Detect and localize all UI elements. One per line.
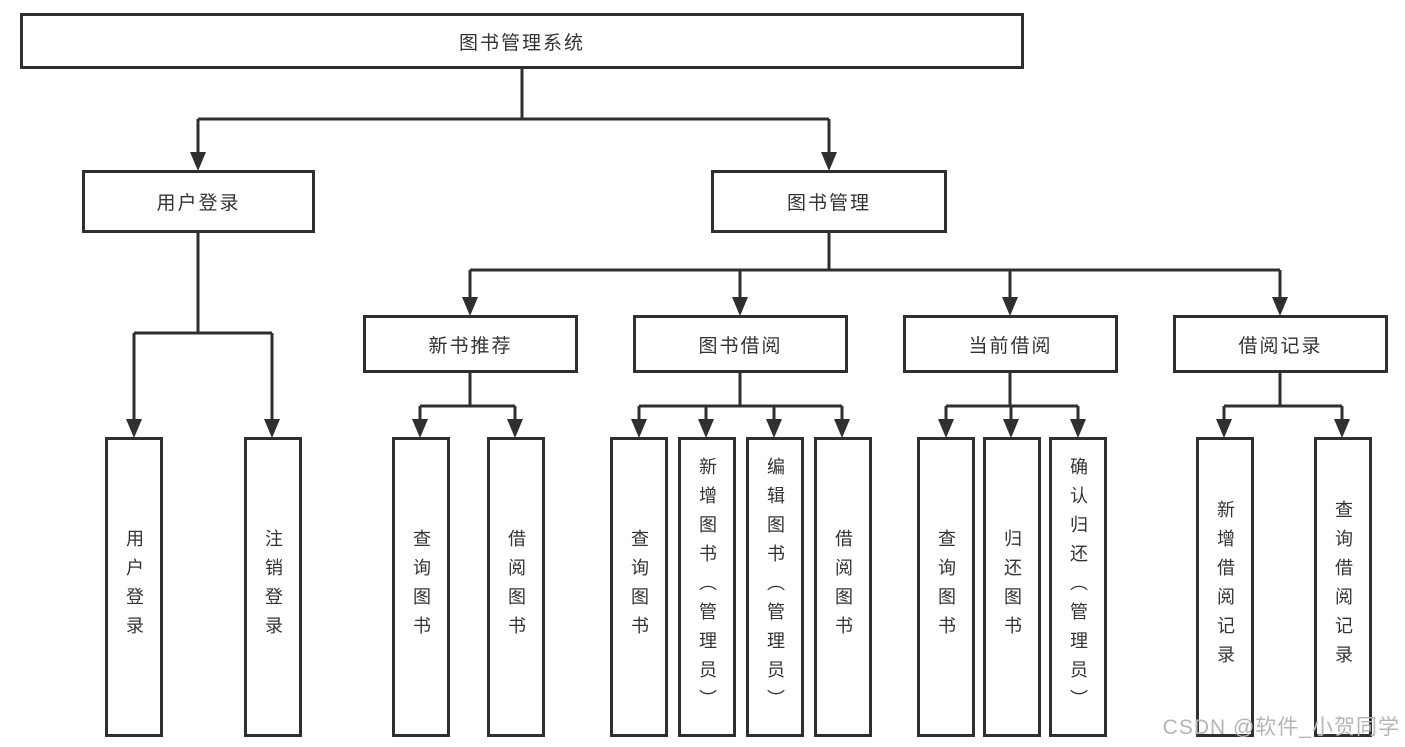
- leaf-confirm-return-admin-label: 确认归还（管理员）: [1068, 456, 1088, 718]
- node-current-borrow: 当前借阅: [903, 315, 1118, 373]
- leaf-return-books: 归还图书: [983, 437, 1041, 737]
- leaf-confirm-return-admin: 确认归还（管理员）: [1049, 437, 1107, 737]
- node-root-book-management-system: 图书管理系统: [20, 13, 1024, 69]
- node-borrow-record: 借阅记录: [1173, 315, 1388, 373]
- leaf-return-books-label: 归还图书: [1002, 529, 1022, 645]
- leaf-borrow-books-recommend-label: 借阅图书: [506, 529, 526, 645]
- leaf-add-books-admin: 新增图书（管理员）: [678, 437, 736, 737]
- leaf-edit-books-admin-label: 编辑图书（管理员）: [765, 456, 785, 718]
- leaf-query-books-recommend-label: 查询图书: [411, 529, 431, 645]
- watermark: CSDN @软件_小贺同学: [1162, 716, 1400, 739]
- node-new-book-recommend: 新书推荐: [363, 315, 578, 373]
- leaf-add-borrow-record-label: 新增借阅记录: [1215, 500, 1235, 674]
- node-book-borrow: 图书借阅: [633, 315, 848, 373]
- leaf-query-books-recommend: 查询图书: [392, 437, 450, 737]
- leaf-borrow-books-recommend: 借阅图书: [487, 437, 545, 737]
- leaf-query-books-borrow: 查询图书: [610, 437, 668, 737]
- leaf-query-borrow-record-label: 查询借阅记录: [1333, 500, 1353, 674]
- leaf-query-books-current-label: 查询图书: [936, 529, 956, 645]
- leaf-query-borrow-record: 查询借阅记录: [1314, 437, 1372, 737]
- leaf-query-books-borrow-label: 查询图书: [629, 529, 649, 645]
- leaf-borrow-books: 借阅图书: [814, 437, 872, 737]
- leaf-add-borrow-record: 新增借阅记录: [1196, 437, 1254, 737]
- leaf-add-books-admin-label: 新增图书（管理员）: [697, 456, 717, 718]
- leaf-logout-login-label: 注销登录: [263, 529, 283, 645]
- leaf-borrow-books-label: 借阅图书: [833, 529, 853, 645]
- leaf-user-login: 用户登录: [105, 437, 163, 737]
- node-user-login: 用户登录: [82, 170, 315, 233]
- leaf-user-login-label: 用户登录: [124, 529, 144, 645]
- leaf-logout-login: 注销登录: [244, 437, 302, 737]
- leaf-edit-books-admin: 编辑图书（管理员）: [746, 437, 804, 737]
- node-book-management: 图书管理: [711, 170, 947, 233]
- leaf-query-books-current: 查询图书: [917, 437, 975, 737]
